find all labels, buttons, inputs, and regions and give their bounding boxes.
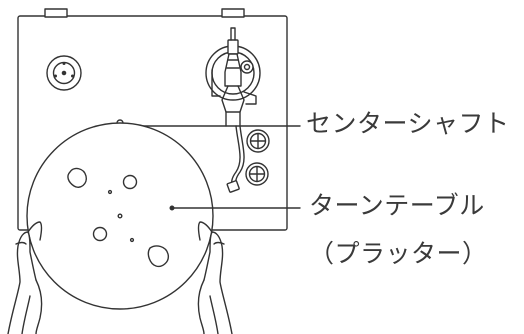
tonearm-cable	[226, 125, 245, 193]
tonearm-assembly	[205, 27, 261, 127]
right-hand	[197, 221, 233, 334]
left-hand	[7, 221, 43, 334]
leader-line-turntable	[169, 205, 301, 211]
turntable-label: ターンテーブル	[309, 191, 485, 220]
volume-knob	[245, 162, 269, 186]
platter	[26, 122, 214, 310]
center-shaft-label: センターシャフト	[306, 109, 510, 138]
speed-knob	[246, 129, 270, 153]
platter-label: （プラッター）	[309, 239, 488, 268]
adapter-knob	[46, 55, 82, 91]
